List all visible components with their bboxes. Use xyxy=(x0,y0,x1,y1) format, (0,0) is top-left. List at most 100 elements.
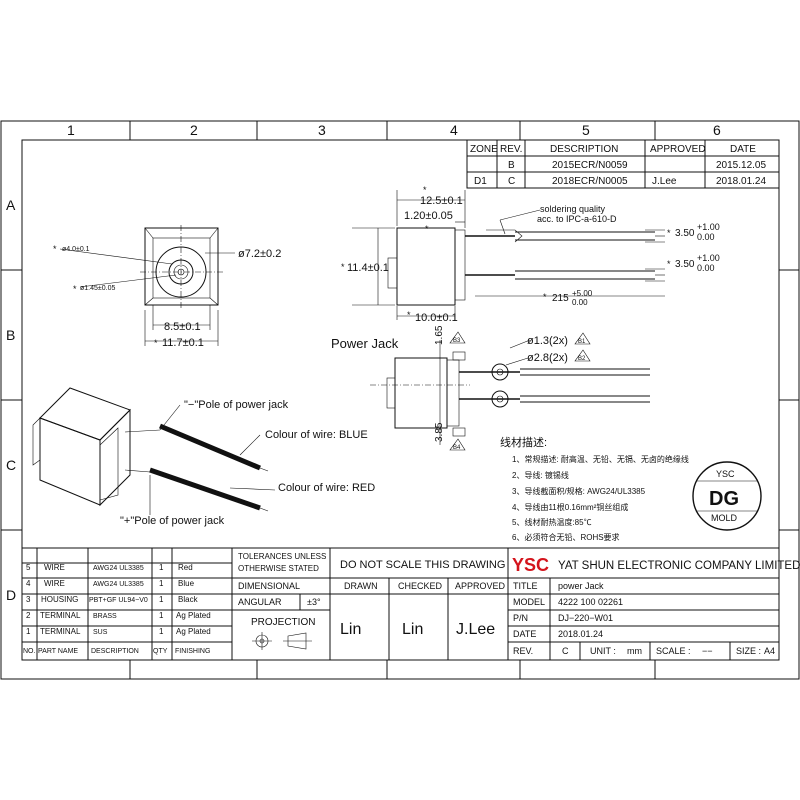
drawn-by: Lin xyxy=(340,621,361,638)
rev-row2-zone: D1 xyxy=(474,176,487,187)
bom-no-5: 5 xyxy=(26,563,31,572)
tag-b3: B3 xyxy=(453,338,461,344)
rev-header-rev: REV. xyxy=(500,144,522,155)
label-approved: APPROVED xyxy=(455,581,506,591)
tag-b1: B1 xyxy=(578,339,586,345)
rev-row1-rev: B xyxy=(508,160,515,171)
dim-hole-diameter: ø4.0±0.1 xyxy=(62,246,90,253)
bom-no-2: 2 xyxy=(26,611,31,620)
rev-row2-rev: C xyxy=(508,176,515,187)
bom-header-desc: DESCRIPTION xyxy=(91,648,139,655)
label-positive-pole: "+"Pole of power jack xyxy=(120,515,225,527)
label-wire-blue: Colour of wire: BLUE xyxy=(265,429,368,441)
angular-value: ±3° xyxy=(307,597,321,607)
label-date: DATE xyxy=(513,629,536,639)
bom-qty-5: 1 xyxy=(159,563,164,572)
bom-finish-4: Blue xyxy=(178,579,195,588)
dim-pcb-top: 1.65 xyxy=(434,325,445,345)
bom-no-4: 4 xyxy=(26,579,31,588)
rev-header-zone: ZONE xyxy=(470,144,498,155)
rev-header-date: DATE xyxy=(730,144,756,155)
front-view: * ø4.0±0.1 * ø1.45±0.05 ø7.2±0.2 8.5±0.1… xyxy=(53,225,281,349)
projection-symbol xyxy=(252,632,312,650)
side-view: * 12.5±0.1 1.20±0.05 * * 11.4±0.1 * 10.0… xyxy=(341,185,720,324)
bom-no-3: 3 xyxy=(26,595,31,604)
company-name: YAT SHUN ELECTRONIC COMPANY LIMITED xyxy=(558,560,800,572)
label-rev: REV. xyxy=(513,646,533,656)
title-value: power Jack xyxy=(558,581,604,591)
bom-qty-4: 1 xyxy=(159,579,164,588)
dim-height: 11.4±0.1 xyxy=(347,262,389,274)
label-wire-red: Colour of wire: RED xyxy=(278,482,375,494)
pcb-view: Power Jack 1.65 3.85 ø1.3(2x) ø2.8(2x) B… xyxy=(331,325,650,451)
wire-notes-title: 线材描述: xyxy=(500,435,547,449)
tol-minus-strip-2: 0.00 xyxy=(697,263,715,273)
revision-table: ZONE REV. DESCRIPTION APPROVED DATE B 20… xyxy=(466,139,780,189)
wire-note-2: 2、导线: 镀锡线 xyxy=(512,470,569,480)
star-hole: * xyxy=(53,244,57,254)
bom-header-qty: QTY xyxy=(153,648,168,655)
title-block: 5 WIRE AWG24 UL3385 1 Red 4 WIRE AWG24 U… xyxy=(21,547,800,661)
label-negative-pole: "−"Pole of power jack xyxy=(184,399,289,411)
bom-desc-4: AWG24 UL3385 xyxy=(93,581,144,588)
iso-view: "−"Pole of power jack Colour of wire: BL… xyxy=(32,387,375,527)
label-angular: ANGULAR xyxy=(238,597,282,607)
model-value: 4222 100 02261 xyxy=(558,597,623,607)
dim-strip-2: 3.50 xyxy=(675,259,695,270)
outer-border xyxy=(0,120,800,680)
star-length: * xyxy=(543,292,547,302)
rev-row2-desc: 2018ECR/N0005 xyxy=(552,176,628,187)
star-strip2: * xyxy=(667,259,671,269)
star-strip1: * xyxy=(667,228,671,238)
bom-finish-1: Ag Plated xyxy=(176,627,211,636)
dim-inner-width: 8.5±0.1 xyxy=(164,321,201,333)
stamp-mid: DG xyxy=(709,488,739,510)
tol-minus-length: 0.00 xyxy=(572,298,588,307)
scale-value: −− xyxy=(702,646,713,656)
approved-by: J.Lee xyxy=(456,621,495,638)
dim-pin-diameter: ø1.45±0.05 xyxy=(80,285,115,292)
size-value: A4 xyxy=(764,646,775,656)
rev-row1-desc: 2015ECR/N0059 xyxy=(552,160,628,171)
wire-note-4: 4、导线由11根0.16mm²铜丝组成 xyxy=(512,502,628,512)
label-projection: PROJECTION xyxy=(251,617,315,628)
date-value: 2018.01.24 xyxy=(558,629,603,639)
star-pin: * xyxy=(73,284,77,294)
row-label-d: D xyxy=(6,587,16,603)
label-checked: CHECKED xyxy=(398,581,443,591)
bom-qty-1: 1 xyxy=(159,627,164,636)
do-not-scale: DO NOT SCALE THIS DRAWING xyxy=(340,559,505,571)
col-label-2: 2 xyxy=(190,122,198,138)
rev-value: C xyxy=(562,646,569,656)
checked-by: Lin xyxy=(402,621,423,638)
dim-top-length: 12.5±0.1 xyxy=(420,195,463,207)
label-dimensional: DIMENSIONAL xyxy=(238,581,300,591)
col-label-6: 6 xyxy=(713,122,721,138)
zone-ticks xyxy=(1,121,799,679)
wire-note-3: 3、导线截面积/规格: AWG24/UL3385 xyxy=(512,486,646,496)
bom-part-4: WIRE xyxy=(44,579,65,588)
pn-value: DJ−220−W01 xyxy=(558,613,613,623)
wire-note-1: 1、常规描述: 耐高温、无铅、无镉、无卤的绝缘线 xyxy=(512,454,689,464)
label-title: TITLE xyxy=(513,581,538,591)
bom-header-finish: FINISHING xyxy=(175,648,210,655)
stamp-bottom: MOLD xyxy=(711,513,738,523)
rev-row2-date: 2018.01.24 xyxy=(716,176,766,187)
wire-note-6: 6、必须符合无铅、ROHS要求 xyxy=(512,532,620,542)
bom-header-no: NO. xyxy=(23,648,36,655)
bom-header-part: PART NAME xyxy=(38,648,78,655)
dim-hole-small: ø1.3(2x) xyxy=(527,335,568,347)
solder-note-line1: soldering quality xyxy=(540,204,606,214)
star-body: * xyxy=(407,310,411,320)
dim-body-length: 10.0±0.1 xyxy=(415,312,458,324)
star-height: * xyxy=(341,262,345,272)
tag-b2: B2 xyxy=(578,356,586,362)
unit-value: mm xyxy=(627,646,642,656)
dim-strip-1: 3.50 xyxy=(675,228,695,239)
rev-header-desc: DESCRIPTION xyxy=(550,144,618,155)
ysc-dg-mold-stamp: YSC DG MOLD xyxy=(692,461,762,531)
label-model: MODEL xyxy=(513,597,545,607)
brand-logo: YSC xyxy=(512,555,549,575)
bom-no-1: 1 xyxy=(26,627,31,636)
